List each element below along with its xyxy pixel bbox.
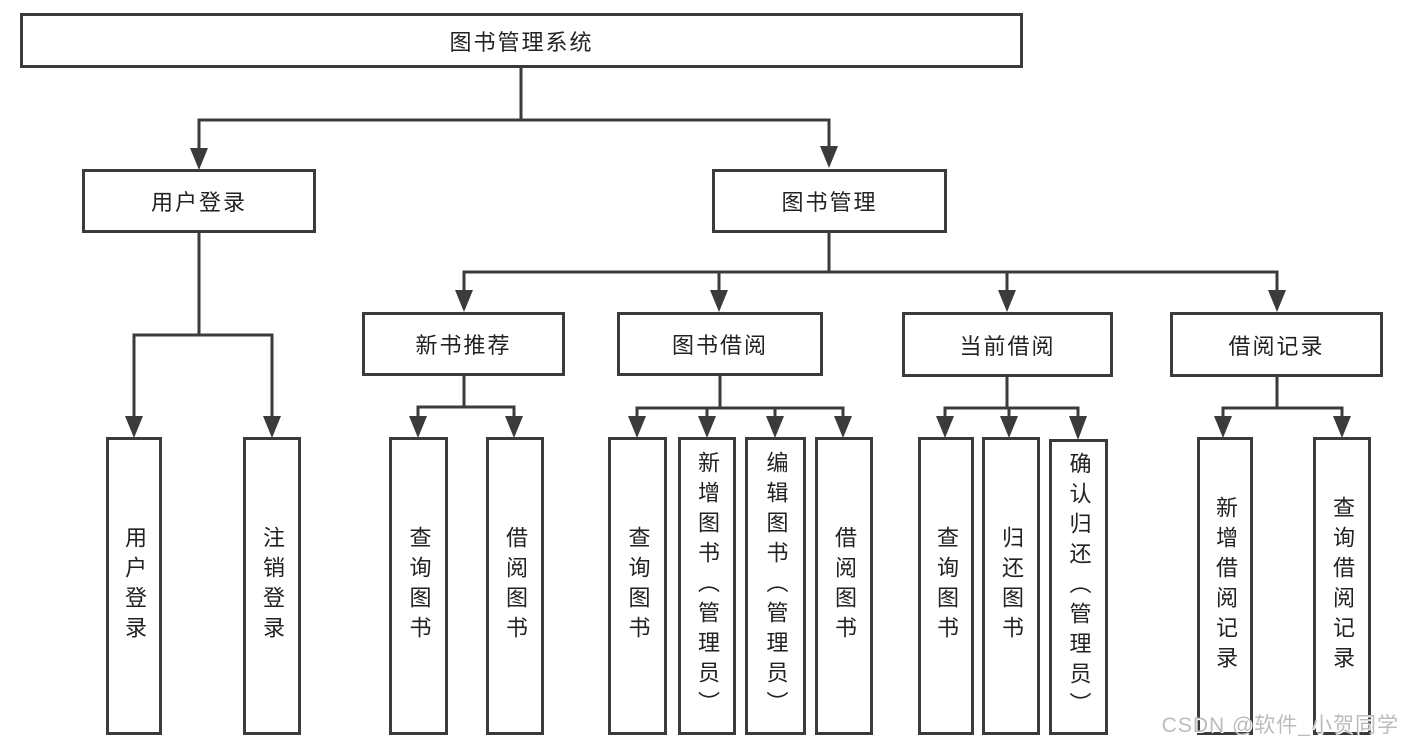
node-label: 借阅图书 — [503, 526, 528, 646]
leaf-query-book-2: 查询图书 — [608, 437, 667, 735]
node-label: 注销登录 — [260, 526, 285, 646]
node-label: 借阅图书 — [832, 526, 857, 646]
node-label: 编辑图书（管理员） — [763, 451, 789, 721]
node-label: 新增借阅记录 — [1213, 496, 1238, 676]
node-label: 用户登录 — [122, 526, 147, 646]
leaf-query-borrow-record: 查询借阅记录 — [1313, 437, 1371, 735]
node-borrowing-records: 借阅记录 — [1170, 312, 1383, 377]
leaf-logout: 注销登录 — [243, 437, 301, 735]
node-label: 归还图书 — [999, 526, 1024, 646]
node-label: 图书管理系统 — [449, 29, 594, 55]
leaf-query-book-1: 查询图书 — [389, 437, 448, 735]
leaf-query-book-3: 查询图书 — [918, 437, 974, 735]
node-label: 新增图书（管理员） — [695, 451, 720, 721]
node-book-management: 图书管理 — [712, 169, 947, 233]
node-label: 图书管理 — [781, 190, 878, 215]
csdn-watermark: CSDN @软件_小贺同学 — [1161, 714, 1399, 737]
node-label: 查询图书 — [934, 526, 959, 646]
node-root-library-system: 图书管理系统 — [20, 13, 1023, 68]
leaf-confirm-return-admin: 确认归还（管理员） — [1049, 439, 1108, 735]
node-label: 查询图书 — [406, 526, 432, 646]
leaf-user-login: 用户登录 — [106, 437, 162, 735]
leaf-return-book: 归还图书 — [982, 437, 1040, 735]
node-label: 查询图书 — [625, 526, 651, 646]
leaf-borrow-book-1: 借阅图书 — [486, 437, 544, 735]
leaf-add-borrow-record: 新增借阅记录 — [1197, 437, 1253, 735]
node-label: 用户登录 — [150, 190, 247, 215]
node-label: 图书借阅 — [671, 333, 768, 358]
node-label: 确认归还（管理员） — [1066, 452, 1092, 722]
leaf-borrow-book-2: 借阅图书 — [815, 437, 873, 735]
node-label: 借阅记录 — [1228, 333, 1325, 359]
node-current-borrowing: 当前借阅 — [902, 312, 1113, 377]
node-book-borrowing: 图书借阅 — [617, 312, 823, 376]
node-user-login: 用户登录 — [82, 169, 316, 233]
node-label: 查询借阅记录 — [1330, 496, 1355, 676]
node-label: 新书推荐 — [415, 333, 512, 358]
node-new-book-recommend: 新书推荐 — [362, 312, 565, 376]
leaf-edit-book-admin: 编辑图书（管理员） — [745, 437, 806, 735]
node-label: 当前借阅 — [959, 333, 1056, 359]
leaf-add-book-admin: 新增图书（管理员） — [678, 437, 736, 735]
